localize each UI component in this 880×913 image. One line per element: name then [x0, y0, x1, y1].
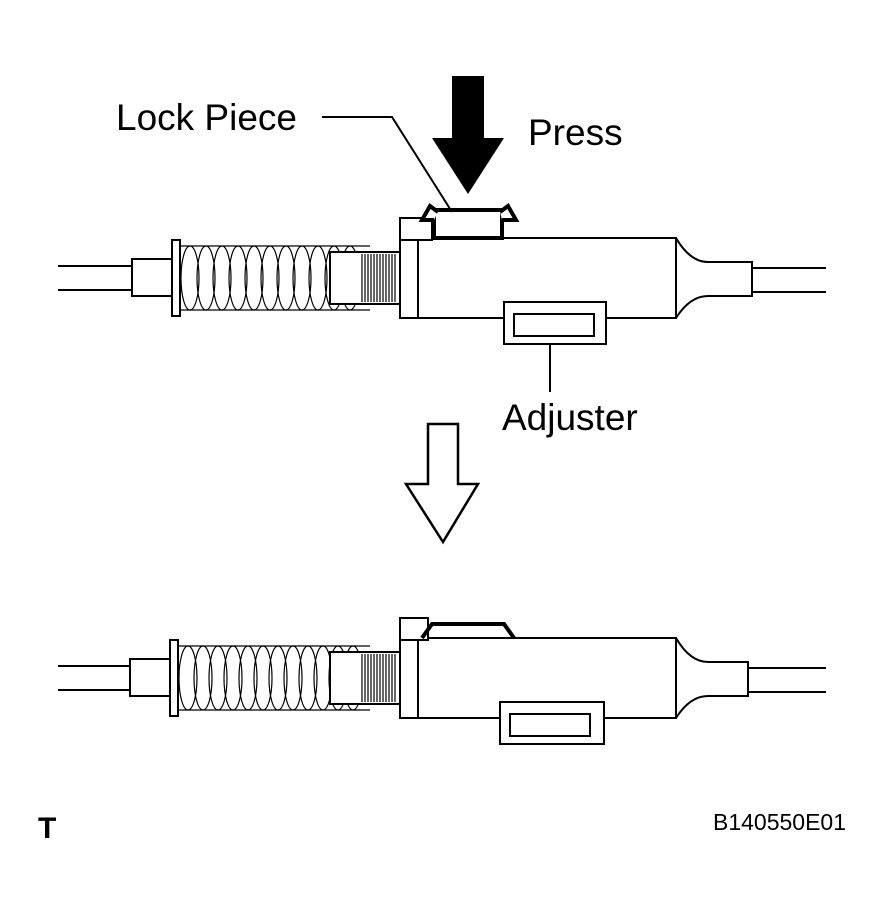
spring-coil	[260, 245, 280, 311]
spring-coil	[212, 245, 232, 311]
spring-coil	[193, 645, 213, 711]
spring-coil	[180, 245, 200, 311]
spring-coil	[228, 245, 248, 311]
spring-coil	[223, 645, 243, 711]
adjuster-label: Adjuster	[502, 397, 638, 438]
spring-coil	[268, 645, 288, 711]
lock-piece-raised	[418, 203, 520, 240]
spring-coil	[244, 245, 264, 311]
spring-coil	[208, 645, 228, 711]
press-arrow-icon	[432, 76, 504, 194]
spring-coil	[238, 645, 258, 711]
figure-id: B140550E01	[713, 809, 846, 835]
lock-piece-leader	[322, 116, 453, 213]
cable-assembly-after	[58, 617, 826, 745]
spring-coil	[253, 645, 273, 711]
press-label: Press	[528, 112, 623, 153]
transition-arrow-icon	[403, 422, 481, 545]
lock-piece-label: Lock Piece	[116, 97, 297, 138]
spring-coil	[298, 645, 318, 711]
spring-coil	[196, 245, 216, 311]
spring-coil	[178, 645, 198, 711]
spring-coil	[283, 645, 303, 711]
spring-coil	[276, 245, 296, 311]
threaded-section	[329, 651, 401, 705]
corner-mark: T	[38, 812, 56, 845]
adjuster	[503, 301, 607, 345]
adjuster	[499, 701, 605, 745]
spring-coil	[308, 245, 328, 311]
spring-coil	[292, 245, 312, 311]
lock-piece-pressed	[420, 622, 516, 640]
cable-assembly-before	[58, 203, 826, 345]
threaded-section	[329, 251, 401, 305]
